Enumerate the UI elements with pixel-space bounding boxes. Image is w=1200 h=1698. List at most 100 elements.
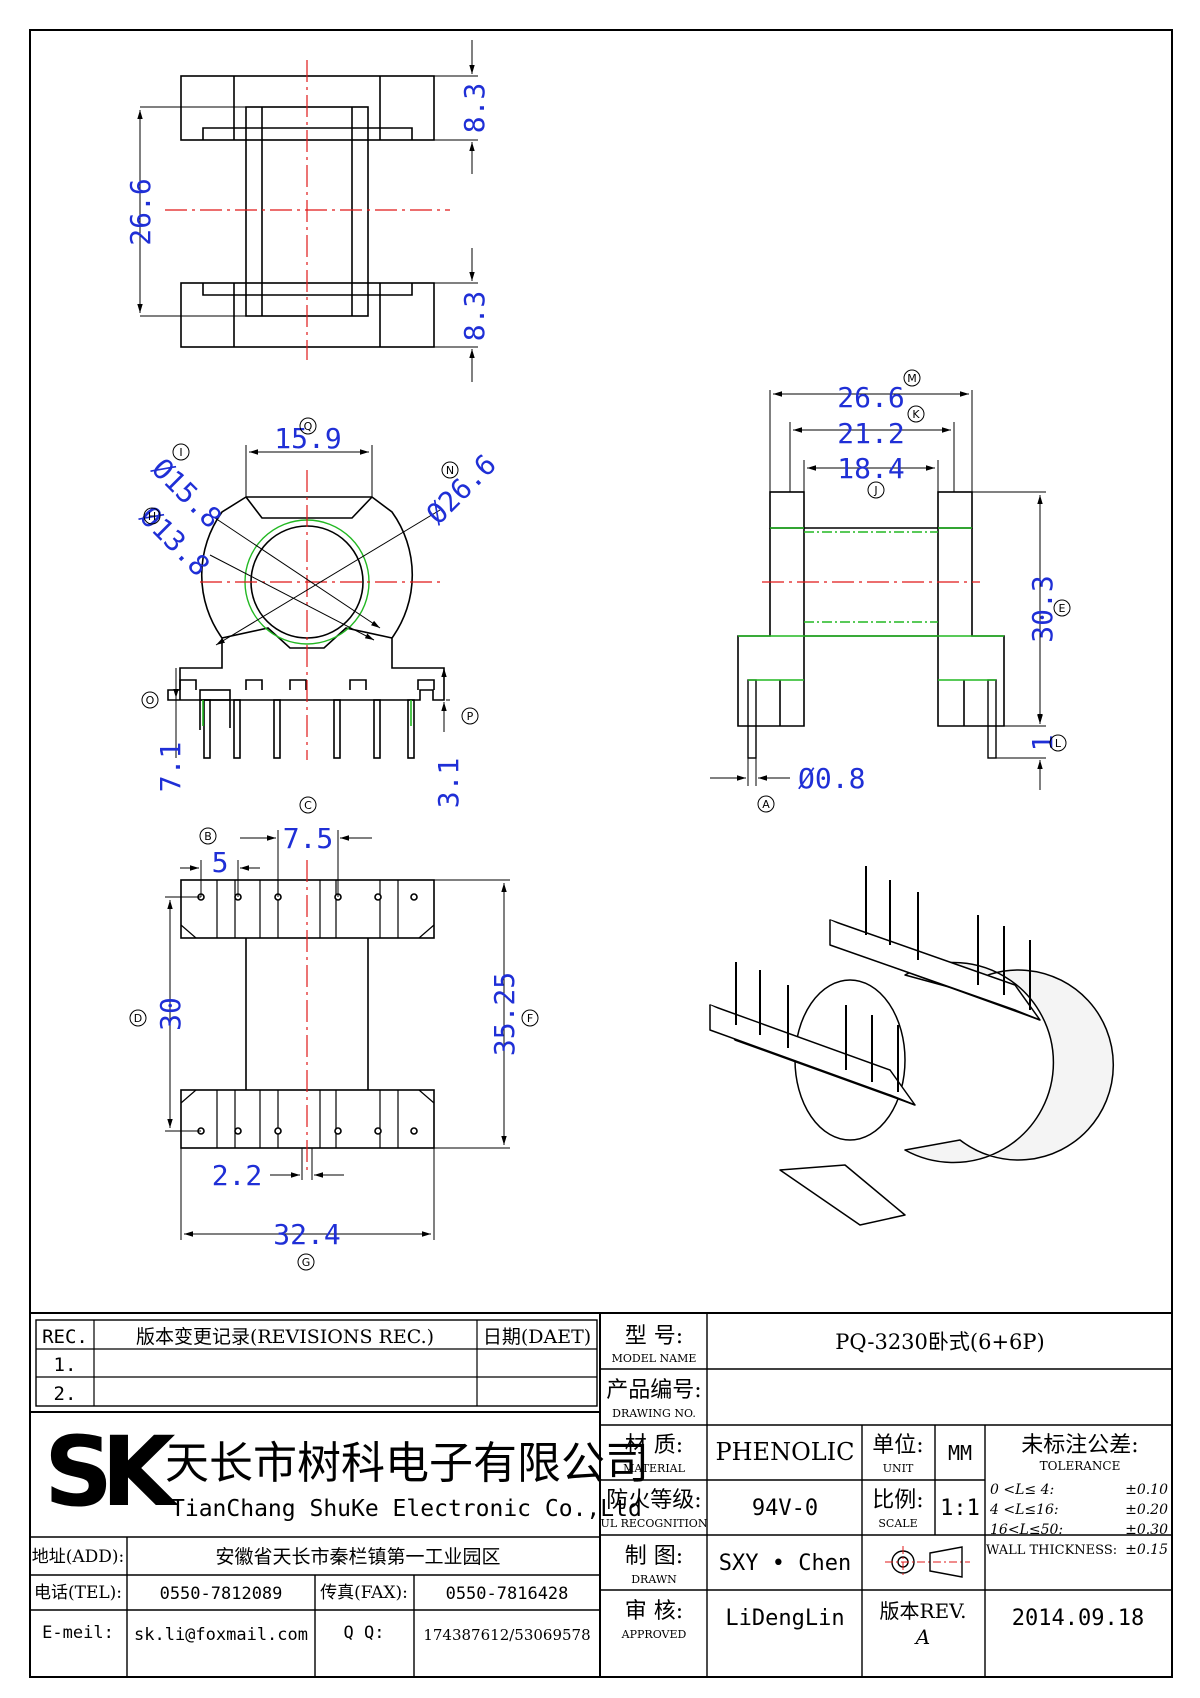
- dim-top-overall: 26.6: [124, 178, 157, 245]
- material-label-en: MATERIAL: [623, 1462, 686, 1475]
- callout-l: L: [1049, 734, 1067, 752]
- rev-label: 版本REV.: [880, 1599, 967, 1623]
- callout-p: P: [461, 707, 479, 725]
- rev-row-1: 1.: [54, 1354, 77, 1376]
- tolerance-range-3: 16<L≤50:: [990, 1522, 1063, 1538]
- svg-text:O: O: [146, 694, 155, 707]
- qq-value: 174387612/53069578: [423, 1626, 590, 1644]
- dim-front-p: 3.1: [432, 758, 465, 809]
- front-body-outline: [167, 496, 445, 701]
- tel-label: 电话(TEL):: [34, 1583, 122, 1603]
- title-block: [29, 1312, 1173, 1678]
- ul-value: 94V-0: [752, 1496, 818, 1521]
- fax-value: 0550-7816428: [446, 1584, 569, 1604]
- side-view: [710, 390, 1046, 790]
- rev-header: REC.: [42, 1326, 88, 1348]
- svg-text:B: B: [204, 830, 212, 843]
- drawing-no-label: 产品编号:: [606, 1378, 701, 1403]
- svg-text:G: G: [302, 1256, 311, 1269]
- callouts: Q I H N O P M K J E L A C B D F G: [129, 369, 1071, 1271]
- tolerance-range-1: 0 <L≤ 4:: [990, 1482, 1054, 1498]
- svg-text:Q: Q: [304, 420, 313, 433]
- callout-c: C: [299, 796, 317, 814]
- approved-label: 审 核:: [625, 1599, 683, 1624]
- drawn-label-en: DRAWN: [631, 1573, 677, 1586]
- svg-text:D: D: [134, 1012, 142, 1025]
- company-name-en: TianChang ShuKe Electronic Co.,Ltd: [171, 1496, 642, 1522]
- dim-bottom-b: 5: [212, 846, 229, 879]
- approved-label-en: APPROVED: [621, 1628, 687, 1641]
- ul-label: 防火等级:: [606, 1488, 701, 1513]
- model-label-en: MODEL NAME: [612, 1352, 697, 1365]
- date-value: 2014.09.18: [1012, 1606, 1144, 1631]
- dim-side-m: 26.6: [837, 381, 904, 414]
- front-view: [167, 445, 450, 760]
- dim-bottom-pin-spacing: 2.2: [212, 1159, 263, 1192]
- svg-text:E: E: [1059, 602, 1066, 615]
- tolerance-range-4: WALL THICKNESS:: [986, 1543, 1117, 1558]
- scale-value: 1:1: [940, 1496, 980, 1521]
- callout-a: A: [757, 795, 775, 813]
- callout-d: D: [129, 1009, 147, 1027]
- tolerance-value-2: ±0.20: [1125, 1502, 1168, 1518]
- approved-value: LiDengLin: [725, 1606, 844, 1631]
- tolerance-value-1: ±0.10: [1125, 1482, 1168, 1498]
- rev-date-header: 日期(DAET): [483, 1326, 591, 1348]
- callout-q: Q: [299, 417, 317, 435]
- callout-e: E: [1053, 599, 1071, 617]
- rev-row-2: 2.: [54, 1383, 77, 1405]
- dim-front-n: Ø26.6: [420, 448, 503, 531]
- scale-label-en: SCALE: [878, 1517, 917, 1530]
- callout-k: K: [907, 405, 925, 423]
- dim-bottom-c: 7.5: [283, 822, 334, 855]
- dim-top-flange-lower: 8.3: [458, 291, 491, 342]
- callout-h: H: [143, 507, 161, 525]
- dim-front-o: 7.1: [154, 742, 187, 793]
- model-value: PQ-3230卧式(6+6P): [835, 1330, 1045, 1354]
- svg-text:K: K: [912, 408, 920, 421]
- tolerance-value-3: ±0.30: [1125, 1522, 1168, 1538]
- company-logo: SK: [44, 1416, 179, 1528]
- svg-text:F: F: [527, 1012, 533, 1025]
- email-value: sk.li@foxmail.com: [134, 1625, 308, 1645]
- callout-o: O: [141, 691, 159, 709]
- isometric-view: [709, 866, 1114, 1226]
- material-label: 材 质:: [625, 1433, 683, 1458]
- callout-b: B: [199, 827, 217, 845]
- email-label: E-meil:: [42, 1623, 114, 1643]
- dim-side-k: 21.2: [837, 417, 904, 450]
- material-value: PHENOLIC: [715, 1438, 854, 1466]
- address-label: 地址(ADD):: [32, 1547, 125, 1567]
- tolerance-title: 未标注公差:: [1021, 1433, 1138, 1458]
- rev-desc-header: 版本变更记录(REVISIONS REC.): [136, 1326, 434, 1348]
- tolerance-value-4: ±0.15: [1125, 1542, 1168, 1558]
- svg-text:N: N: [446, 464, 454, 477]
- tolerance-range-2: 4 <L≤16:: [989, 1502, 1059, 1518]
- callout-f: F: [521, 1009, 539, 1027]
- callout-m: M: [903, 369, 921, 387]
- fax-label: 传真(FAX):: [320, 1583, 408, 1603]
- callout-g: G: [297, 1253, 315, 1271]
- callout-j: J: [867, 481, 885, 499]
- unit-label: 单位:: [872, 1433, 923, 1458]
- model-label: 型 号:: [625, 1324, 683, 1349]
- svg-text:P: P: [467, 710, 474, 723]
- drawn-label: 制 图:: [625, 1544, 683, 1569]
- svg-text:L: L: [1055, 737, 1062, 750]
- ul-label-en: UL RECOGNITION: [601, 1517, 708, 1530]
- callout-i: I: [172, 443, 190, 461]
- dim-bottom-g: 32.4: [273, 1218, 340, 1251]
- dim-side-e: 30.3: [1026, 575, 1059, 642]
- dim-bottom-d: 30: [154, 997, 187, 1031]
- front-pins: [203, 699, 415, 759]
- qq-label: Q Q:: [344, 1623, 385, 1643]
- dim-front-q: 15.9: [274, 422, 341, 455]
- unit-value: MM: [948, 1441, 972, 1465]
- rev-value: A: [914, 1625, 930, 1649]
- unit-label-en: UNIT: [883, 1462, 914, 1475]
- svg-text:I: I: [179, 446, 182, 459]
- drawn-value: SXY • Chen: [719, 1551, 851, 1576]
- callout-n: N: [441, 461, 459, 479]
- tolerance-title-en: TOLERANCE: [1040, 1459, 1121, 1473]
